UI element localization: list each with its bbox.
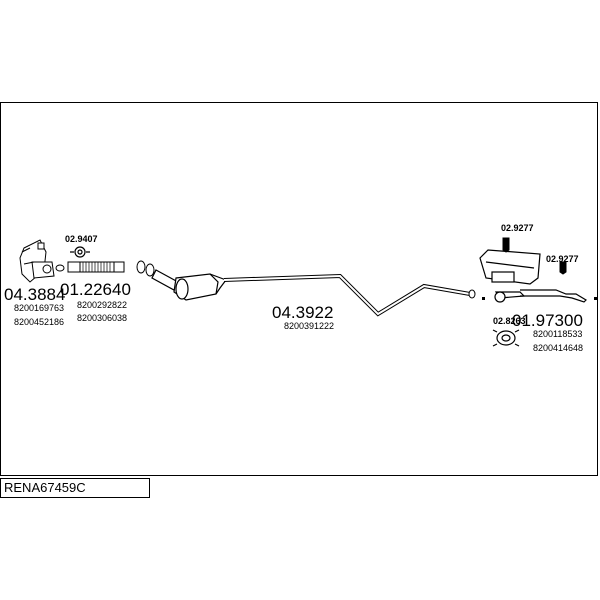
rear-silencer-oe-2: 8200414648 (533, 343, 583, 353)
clamp-front-icon[interactable] (70, 246, 90, 258)
manifold-cat-oe-1: 8200169763 (14, 303, 64, 313)
main-cat-number: 04.3922 (272, 303, 333, 322)
flex-pipe-number: 01.22640 (60, 280, 131, 299)
flex-pipe-oe-1: 8200292822 (77, 300, 127, 310)
flex-pipe-oe-2: 8200306038 (77, 313, 127, 323)
rear-silencer-oe-1: 8200118533 (533, 329, 582, 339)
flange-icon[interactable] (136, 260, 155, 277)
rear-silencer-number: 01.97300 (512, 311, 583, 330)
diagram-frame (0, 102, 598, 476)
flex-pipe-icon[interactable] (67, 261, 125, 273)
clamp-rear-number: 02.8263 (493, 316, 526, 326)
manifold-cat-oe-2: 8200452186 (14, 317, 64, 327)
manifold-cat-number: 04.3884 (4, 285, 65, 304)
rear-silencer-icon[interactable] (479, 249, 587, 303)
hanger-right-number: 02.9277 (546, 254, 579, 264)
manifold-catalyst-icon[interactable] (19, 239, 55, 283)
hanger-top-number: 02.9277 (501, 223, 534, 233)
hanger-right-icon[interactable] (559, 261, 567, 275)
main-catalyst-icon[interactable] (151, 269, 227, 301)
main-cat-oe-1: 8200391222 (284, 321, 334, 331)
gasket-icon[interactable] (55, 264, 65, 272)
diagram-code: RENA67459C (0, 478, 150, 498)
clamp-front-number: 02.9407 (65, 234, 98, 244)
clamp-rear-icon[interactable] (492, 329, 520, 347)
hanger-top-icon[interactable] (502, 237, 510, 253)
